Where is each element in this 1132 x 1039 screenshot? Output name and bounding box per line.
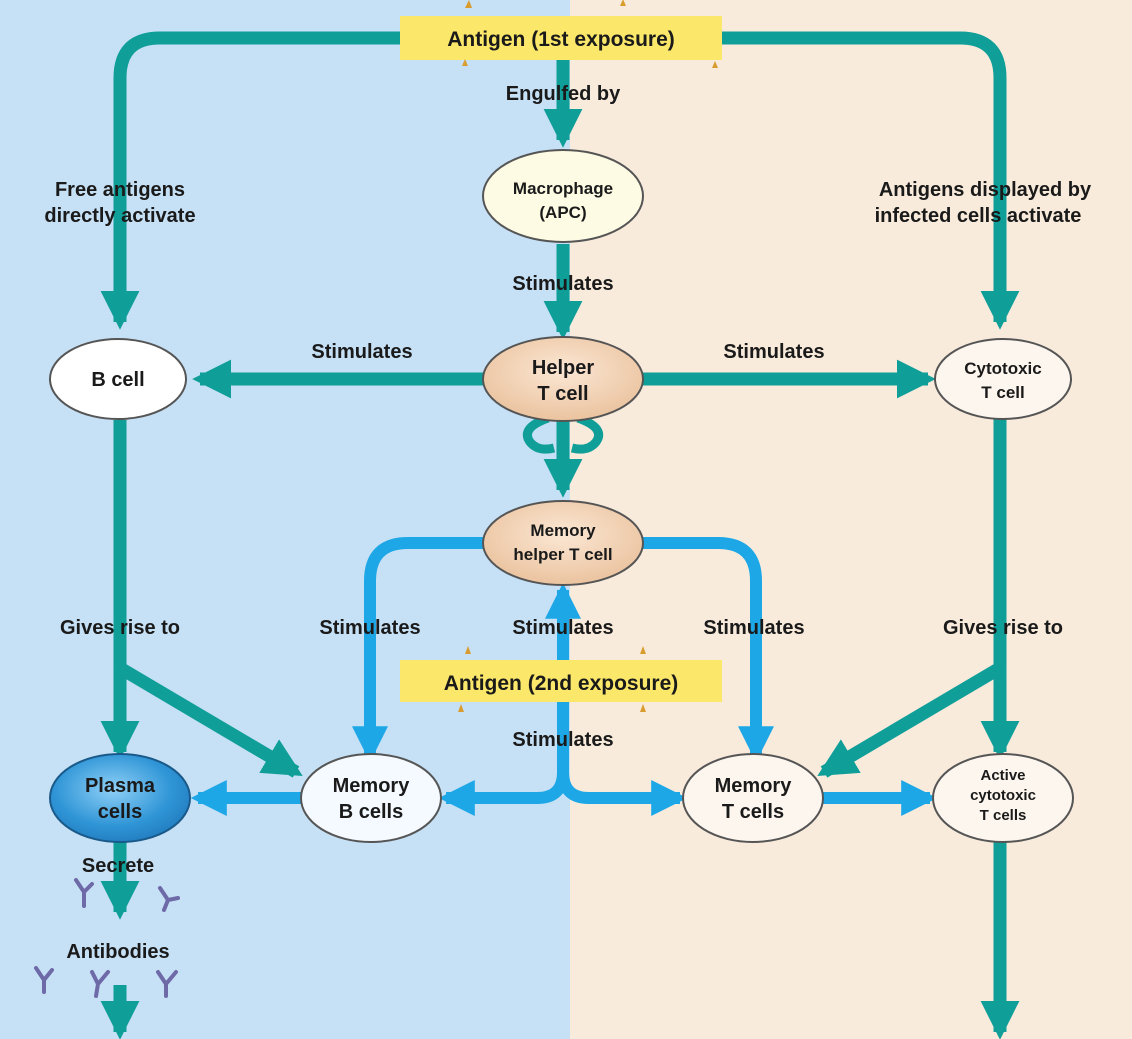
antibody-icon — [156, 970, 178, 998]
stimulates-label-memory-t: Stimulates — [703, 617, 804, 639]
antigen-spike-icon — [640, 646, 646, 654]
loop-right — [570, 413, 604, 454]
plasma-label-2: cells — [98, 801, 142, 823]
helper-t-label-2: T cell — [537, 383, 588, 405]
antigen-2nd-label: Antigen (2nd exposure) — [444, 672, 679, 695]
antibody-icon — [34, 966, 54, 994]
b-cell-label: B cell — [91, 369, 144, 391]
memory-t-label-1: Memory — [715, 775, 793, 797]
antigen-spike-icon — [620, 0, 626, 6]
active-cytotoxic-label-1: Active — [980, 767, 1025, 784]
memory-t-cells-node: Memory T cells — [682, 753, 824, 843]
memory-helper-t-node: Memory helper T cell — [482, 500, 644, 586]
antigen-spike-icon — [462, 59, 468, 66]
arrow-bcell-to-memory-b — [116, 662, 303, 778]
memory-b-label-1: Memory — [333, 775, 411, 797]
macrophage-node: Macrophage (APC) — [482, 149, 644, 243]
antigen-spike-icon — [640, 704, 646, 712]
antigen-1st-label: Antigen (1st exposure) — [447, 28, 675, 51]
humoral-background — [0, 0, 570, 1039]
antigens-displayed-label-2: infected cells activate — [875, 205, 1082, 227]
antigens-displayed-label-1: Antigens displayed by — [879, 179, 1092, 201]
antigen-spike-icon — [465, 0, 472, 8]
cytotoxic-t-node: Cytotoxic T cell — [934, 338, 1072, 420]
antibodies-label: Antibodies — [66, 941, 169, 963]
free-antigens-label-1: Free antigens — [55, 179, 185, 201]
arrow-antigen2-to-memory-t — [557, 771, 688, 816]
memory-helper-t-label-2: helper T cell — [513, 545, 612, 564]
arrow-memhelper-to-memory-b — [352, 537, 486, 763]
stimulates-label-macrophage: Stimulates — [512, 273, 613, 295]
arrow-antigen-to-cytotoxic — [722, 31, 1020, 330]
cytotoxic-t-label-2: T cell — [981, 383, 1024, 402]
secrete-label: Secrete — [82, 855, 154, 877]
helper-t-label-1: Helper — [532, 357, 594, 379]
memory-t-label-2: T cells — [722, 801, 784, 823]
loop-left — [522, 413, 556, 454]
arrow-antigen-to-bcell — [100, 31, 400, 330]
antigen-spike-icon — [458, 704, 464, 712]
antibody-icon — [90, 970, 110, 998]
arrow-cytotoxic-to-memory-t — [817, 662, 1004, 778]
gives-rise-to-left: Gives rise to — [60, 617, 180, 639]
macrophage-label-1: Macrophage — [513, 179, 613, 198]
b-cell-node: B cell — [49, 338, 187, 420]
active-cytotoxic-label-2: cytotoxic — [970, 787, 1036, 804]
plasma-cells-node: Plasma cells — [49, 753, 191, 843]
antigen-spike-icon — [712, 61, 718, 68]
arrow-memhelper-to-memory-t — [640, 537, 774, 763]
stimulates-label-bcell: Stimulates — [311, 341, 412, 363]
memory-helper-t-label-1: Memory — [530, 521, 596, 540]
engulfed-by-label: Engulfed by — [506, 83, 621, 105]
macrophage-label-2: (APC) — [539, 203, 586, 222]
plasma-label-1: Plasma — [85, 775, 156, 797]
antigen-2nd-box: Antigen (2nd exposure) — [400, 646, 722, 712]
memory-b-cells-node: Memory B cells — [300, 753, 442, 843]
primary-arrows — [100, 31, 1020, 1039]
active-cytotoxic-label-3: T cells — [980, 807, 1027, 824]
stimulates-label-memory-b: Stimulates — [319, 617, 420, 639]
stimulates-label-antigen2-up: Stimulates — [512, 617, 613, 639]
active-cytotoxic-t-node: Active cytotoxic T cells — [932, 753, 1074, 843]
cell-mediated-background — [570, 0, 1132, 1039]
antibody-icon — [158, 886, 180, 912]
gives-rise-to-right: Gives rise to — [943, 617, 1063, 639]
antigen-1st-box: Antigen (1st exposure) — [400, 0, 722, 68]
memory-b-label-2: B cells — [339, 801, 403, 823]
free-antigens-label-2: directly activate — [44, 205, 195, 227]
cytotoxic-t-label-1: Cytotoxic — [964, 359, 1041, 378]
stimulates-label-cytotoxic: Stimulates — [723, 341, 824, 363]
stimulates-label-antigen2-down: Stimulates — [512, 729, 613, 751]
antibody-icon — [74, 878, 94, 908]
antibody-icons — [34, 878, 180, 998]
antigen-spike-icon — [465, 646, 471, 654]
helper-t-node: Helper T cell — [482, 336, 644, 422]
